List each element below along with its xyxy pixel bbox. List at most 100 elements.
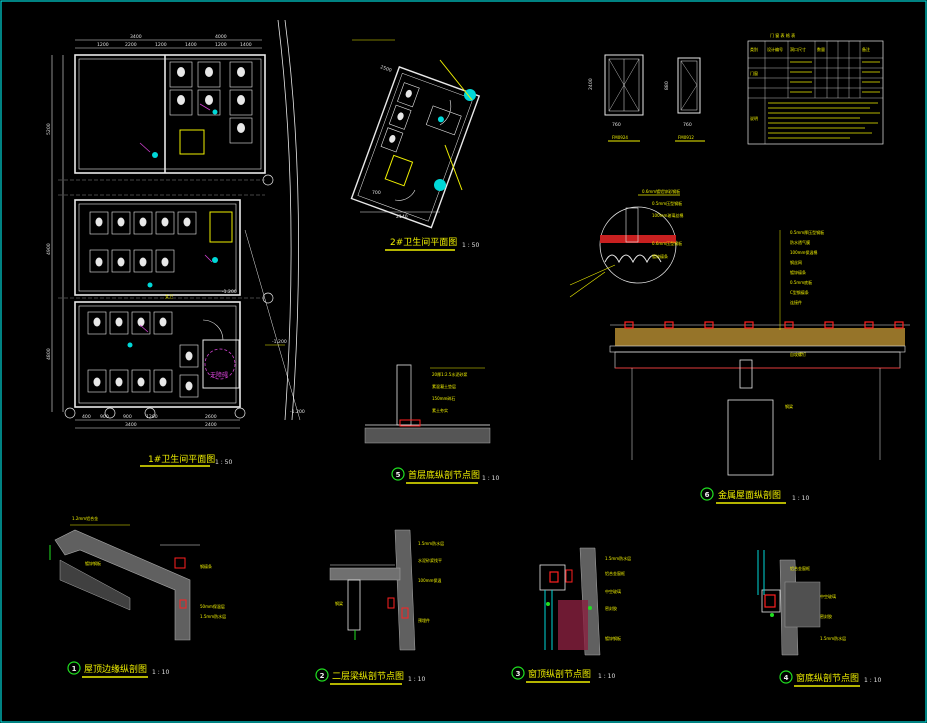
plan-1: 3400 4000 1200 2200 1200 1400 1200 1400 … bbox=[46, 19, 305, 467]
d4-note-0: 铝合金窗框 bbox=[790, 565, 810, 571]
win1-dim-w: 760 bbox=[612, 122, 621, 128]
dim-top2-1: 1200 bbox=[97, 42, 109, 48]
d3-title: 窗顶纵剖节点图 bbox=[528, 668, 591, 680]
detail-2: 1.5mm防水层 水泥砂浆找平 100mm保温 钢梁 预埋件 2 二层梁纵剖节点… bbox=[315, 529, 444, 685]
dim-top2-6: 1400 bbox=[240, 42, 252, 48]
d2-note-2: 100mm保温 bbox=[418, 577, 441, 583]
win2-dim-w: 760 bbox=[683, 122, 692, 128]
dim-bot-2: 900 bbox=[100, 414, 109, 420]
dim-top2-2: 2200 bbox=[125, 42, 137, 48]
level-3: -1.200 bbox=[222, 289, 237, 295]
d6-note-r-9: 钢梁 bbox=[785, 403, 793, 409]
d3-scale: 1 : 10 bbox=[598, 673, 615, 680]
d5-note-0: 20厚1:2.5水泥砂浆 bbox=[432, 371, 467, 377]
table-h-7: 备注 bbox=[862, 46, 870, 52]
table-h-0: 类别 bbox=[750, 46, 758, 52]
d2-note-1: 水泥砂浆找平 bbox=[418, 557, 442, 563]
dim-bot-5: 2600 bbox=[205, 414, 217, 420]
win2-label: FM0912 bbox=[678, 135, 694, 140]
d3-num: 3 bbox=[516, 670, 521, 678]
plan2-dim-2: 2500 bbox=[379, 64, 392, 74]
plan2-dim-3: 700 bbox=[372, 190, 381, 196]
d4-num: 4 bbox=[784, 674, 789, 682]
d5-note-3: 素土夯实 bbox=[432, 407, 448, 413]
window-elevations: 2400 760 FM0924 880 760 FM0912 bbox=[588, 54, 705, 142]
d6-note-r-2: 100mm保温棉 bbox=[790, 249, 817, 255]
dim-bot-1: 400 bbox=[82, 414, 91, 420]
table-group-note: 说明 bbox=[750, 115, 758, 121]
room-label-accessible: 无障碍 bbox=[210, 371, 228, 379]
d2-note-0: 1.5mm防水层 bbox=[418, 540, 444, 546]
level-1: -1.200 bbox=[272, 339, 287, 345]
d1-num: 1 bbox=[72, 665, 77, 673]
d3-note-2: 中空玻璃 bbox=[605, 588, 621, 594]
table-group-door: 门窗 bbox=[750, 70, 758, 76]
room-label-female: 女卫 bbox=[165, 293, 173, 299]
d1-title: 屋顶边缘纵剖图 bbox=[84, 663, 147, 675]
d3-note-0: 1.5mm防水层 bbox=[605, 555, 631, 561]
dim-top-2: 4000 bbox=[215, 34, 227, 40]
d6-note-r-5: 0.5mm底板 bbox=[790, 279, 812, 285]
d3-note-3: 密封胶 bbox=[605, 605, 617, 611]
detail-5: 20厚1:2.5水泥砂浆 素混凝土垫层 150mm碎石 素土夯实 5 首层底纵剖… bbox=[364, 364, 499, 484]
win1-dim-h: 2400 bbox=[588, 78, 594, 90]
plan-2: 2140 2500 700 2#卫生间平面图 1 : 50 bbox=[350, 39, 481, 251]
plan2-dim-1: 2140 bbox=[396, 214, 408, 220]
d6-note-top-4: 镀锌檩条 bbox=[652, 253, 668, 259]
d1-note-0: 1.2mm铝合金 bbox=[72, 515, 98, 521]
table-note-lines bbox=[768, 61, 880, 139]
d1-scale: 1 : 10 bbox=[152, 669, 169, 676]
d6-note-top-3: 0.6mm压型钢板 bbox=[652, 240, 682, 246]
d6-title: 金属屋面纵剖图 bbox=[718, 489, 781, 501]
d2-title: 二层梁纵剖节点图 bbox=[332, 670, 404, 682]
d1-note-1: 镀锌钢板 bbox=[85, 560, 101, 566]
detail-6: 0.6mm镀铝锌彩钢板 0.5mm压型钢板 100mm玻璃丝棉 0.6mm压型钢… bbox=[569, 188, 910, 504]
d3-note-4: 镀锌钢板 bbox=[605, 635, 621, 641]
d1-note-4: 1.5mm防水层 bbox=[200, 613, 226, 619]
dim-top2-4: 1400 bbox=[185, 42, 197, 48]
plan1-title: 1#卫生间平面图 bbox=[148, 453, 215, 465]
d5-num: 5 bbox=[396, 471, 401, 479]
dim-left-1: 5200 bbox=[46, 123, 52, 135]
dim-bot-4: 1200 bbox=[146, 414, 158, 420]
d2-note-4: 预埋件 bbox=[418, 617, 430, 623]
d6-note-r-6: C型钢檩条 bbox=[790, 289, 809, 295]
d4-note-1: 中空玻璃 bbox=[820, 593, 836, 599]
table-h-3: 数量 bbox=[817, 46, 825, 52]
dim-bot2-1: 3400 bbox=[125, 422, 137, 428]
d6-scale: 1 : 10 bbox=[792, 495, 809, 502]
d4-title: 窗底纵剖节点图 bbox=[796, 672, 859, 684]
d5-note-1: 素混凝土垫层 bbox=[432, 383, 456, 389]
d5-scale: 1 : 10 bbox=[482, 475, 499, 482]
d1-note-3: 50mm保温层 bbox=[200, 603, 225, 609]
d6-num: 6 bbox=[705, 491, 710, 499]
dim-left-2: 4900 bbox=[46, 243, 52, 255]
d6-note-r-8: 自攻螺钉 bbox=[790, 351, 806, 357]
d6-note-top-1: 0.5mm压型钢板 bbox=[652, 200, 682, 206]
d2-note-3: 钢梁 bbox=[335, 600, 343, 606]
plan2-title: 2#卫生间平面图 bbox=[390, 236, 457, 248]
d4-scale: 1 : 10 bbox=[864, 677, 881, 684]
table-title: 门 窗 表 格 表 bbox=[770, 32, 795, 38]
win2-dim-h: 880 bbox=[664, 81, 670, 90]
plan1-scale: 1 : 50 bbox=[215, 459, 232, 466]
d6-note-r-1: 防水透气膜 bbox=[790, 239, 810, 245]
d4-note-2: 密封胶 bbox=[820, 613, 832, 619]
table-h-1: 设计编号 bbox=[767, 46, 783, 52]
d3-note-1: 铝合金窗框 bbox=[605, 570, 625, 576]
d6-note-top-2: 100mm玻璃丝棉 bbox=[652, 212, 683, 218]
d4-note-3: 1.5mm防水层 bbox=[820, 635, 846, 641]
d2-scale: 1 : 10 bbox=[408, 676, 425, 683]
dim-left-3: 4800 bbox=[46, 348, 52, 360]
d6-note-r-7: 连接件 bbox=[790, 299, 802, 305]
d6-note-r-4: 镀锌檩条 bbox=[790, 269, 806, 275]
dim-top-1: 3400 bbox=[130, 34, 142, 40]
d5-note-2: 150mm碎石 bbox=[432, 395, 455, 401]
d6-note-r-3: 钢丝网 bbox=[790, 259, 802, 265]
door-window-table: 门 窗 表 格 表 类别 设计编号 洞口尺寸 数量 备注 门窗 说明 bbox=[747, 32, 884, 145]
detail-3: 1.5mm防水层 铝合金窗框 中空玻璃 密封胶 镀锌钢板 3 窗顶纵剖节点图 1… bbox=[511, 547, 631, 683]
d6-note-r-0: 0.5mm厚压型钢板 bbox=[790, 229, 824, 235]
d2-num: 2 bbox=[320, 672, 325, 680]
